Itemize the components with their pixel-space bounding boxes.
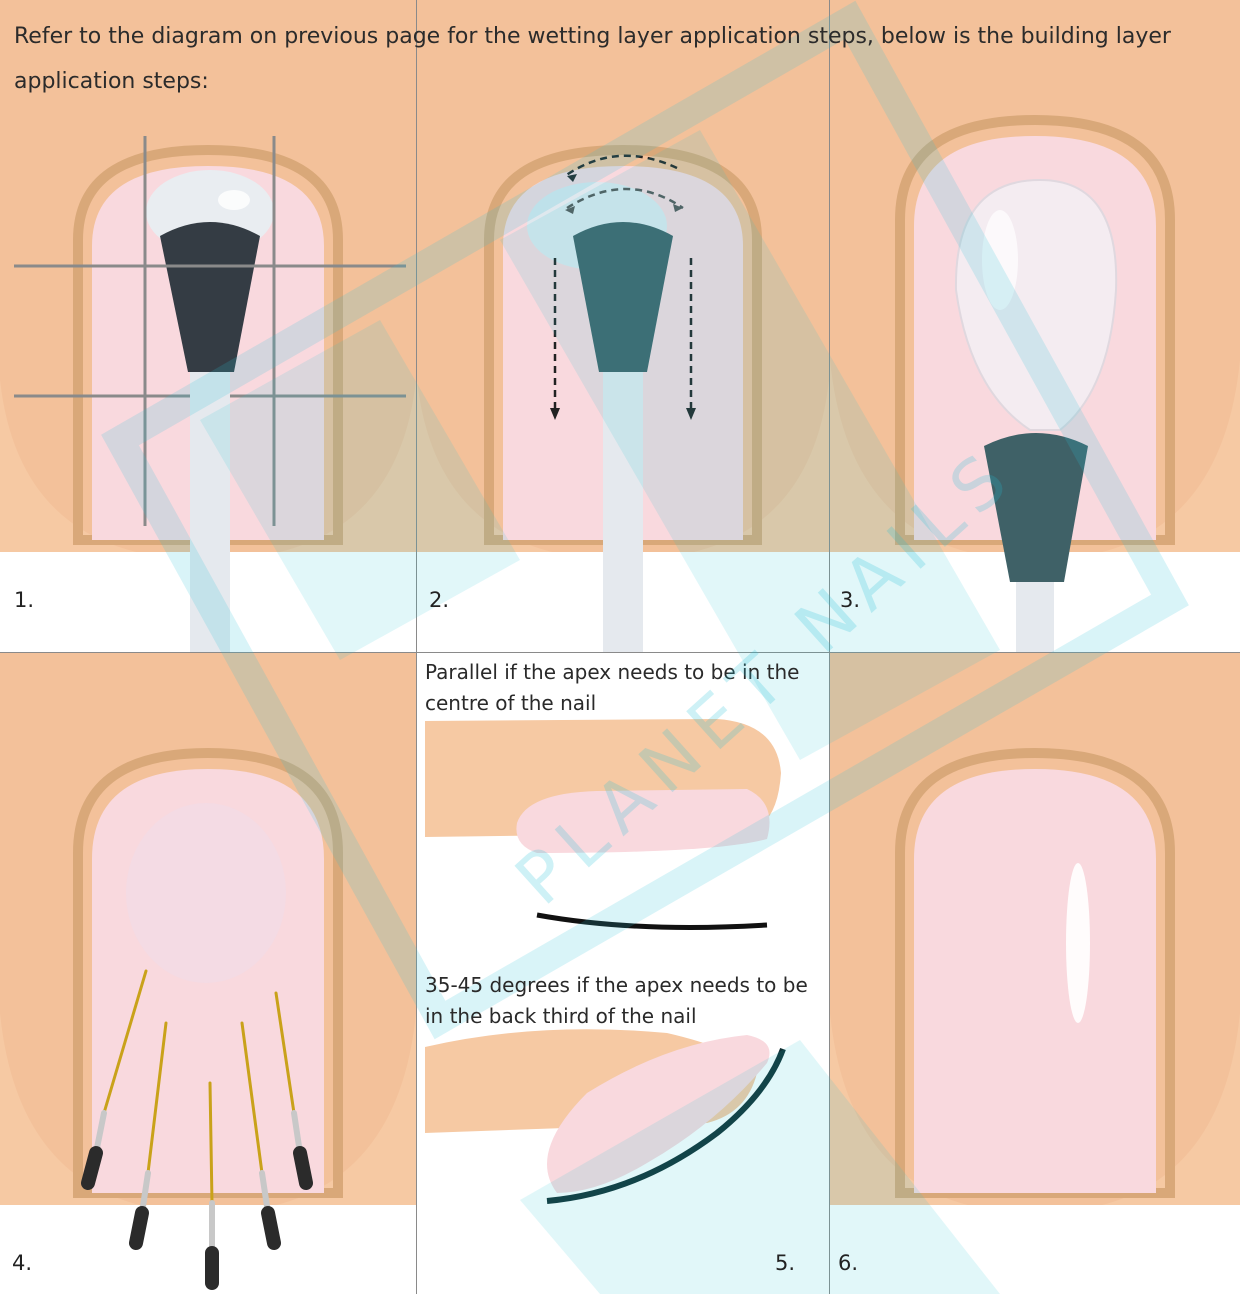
step-4-illustration (0, 653, 416, 1294)
grid-vertical-divider-1 (416, 0, 417, 1294)
step-2-number: 2. (429, 588, 449, 612)
step-6-number: 6. (838, 1251, 858, 1275)
step-4-number: 4. (12, 1251, 32, 1275)
step-5-number: 5. (775, 1251, 795, 1275)
step-6-panel: 6. (830, 653, 1240, 1294)
step-6-illustration (830, 653, 1240, 1294)
step-5-caption-angle: 35-45 degrees if the apex needs to be in… (425, 970, 825, 1032)
grid-horizontal-divider (0, 652, 1240, 653)
step-1-number: 1. (14, 588, 34, 612)
step-4-panel: 4. (0, 653, 416, 1294)
intro-text: Refer to the diagram on previous page fo… (14, 14, 1224, 104)
